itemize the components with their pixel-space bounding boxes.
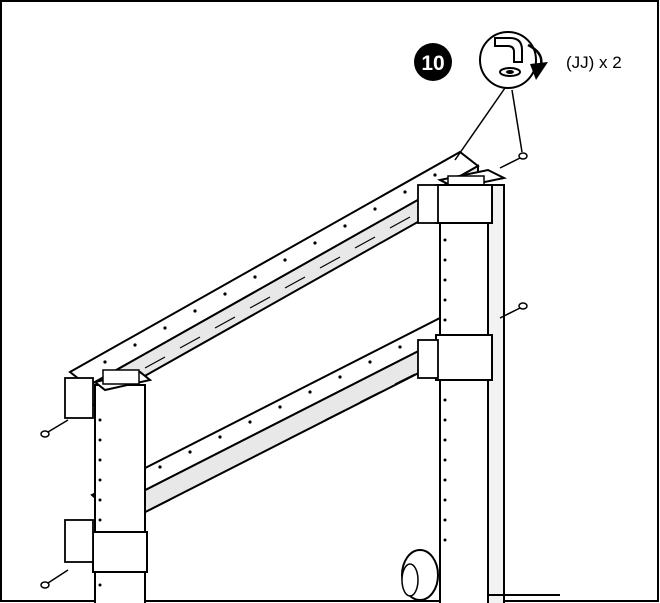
bolt-left-upper xyxy=(40,419,69,438)
hex-key-icon xyxy=(479,31,537,89)
step-number-badge: 10 xyxy=(414,43,452,81)
bolt-right-upper xyxy=(499,152,528,169)
step-number: 10 xyxy=(421,52,444,75)
caster-wheel xyxy=(401,549,560,601)
clockwise-arrow-icon xyxy=(527,43,548,80)
left-upright-post xyxy=(64,369,153,603)
right-upright-post xyxy=(417,168,508,603)
bolt-left-lower xyxy=(40,569,69,589)
bolt-right-lower xyxy=(499,302,528,319)
callout-leader-lines xyxy=(454,87,523,161)
hardware-quantity-label: (JJ) x 2 xyxy=(566,53,622,72)
